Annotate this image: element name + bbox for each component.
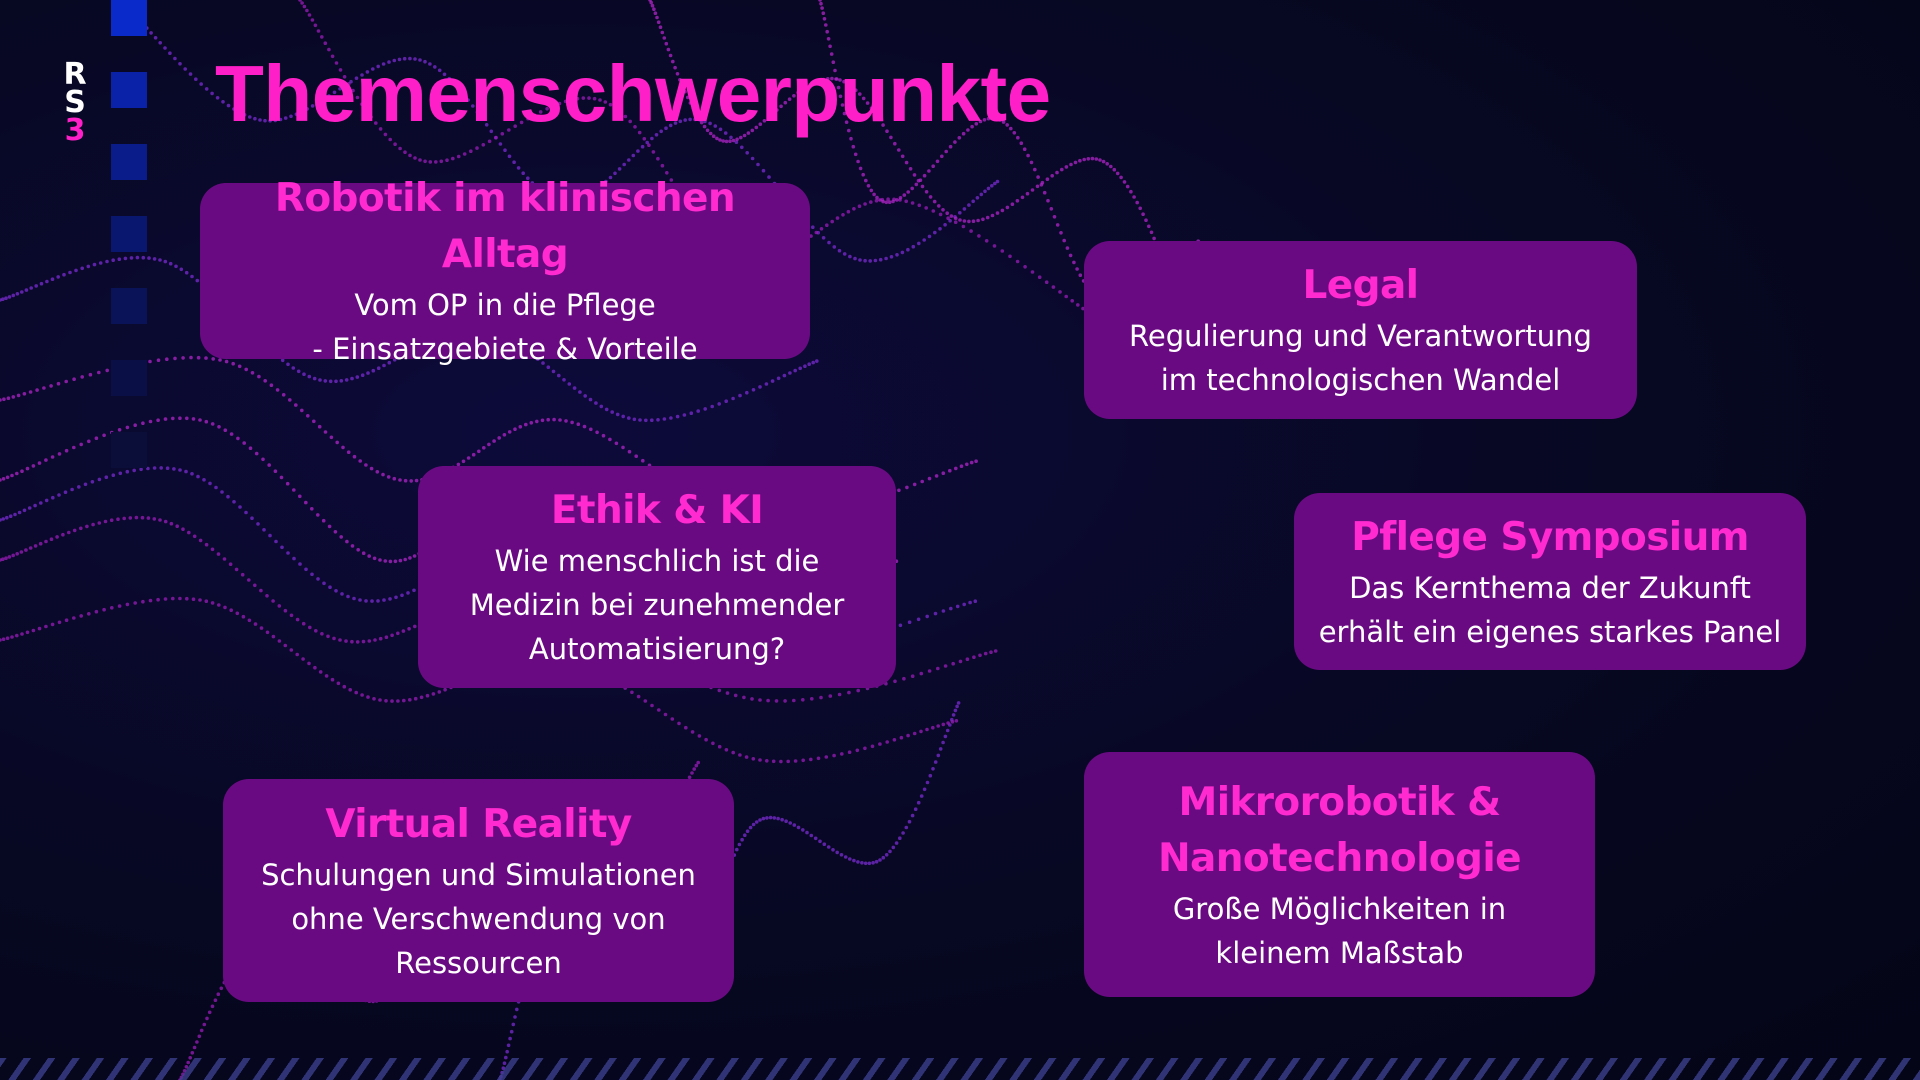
rs3-logo: R S 3 — [58, 57, 92, 148]
topic-heading: Legal — [1302, 263, 1420, 308]
decor-square — [111, 360, 147, 396]
topic-description: Wie menschlich ist die Medizin bei zuneh… — [469, 544, 845, 666]
topic-description: Vom OP in die Pflege - Einsatzgebiete & … — [312, 288, 698, 366]
logo-letter-s: S — [64, 85, 86, 120]
decor-square — [111, 432, 147, 468]
slide-title: Themenschwerpunkte — [215, 49, 1051, 138]
topic-card-mikrorobotik: Mikrorobotik & Nanotechnologie Große Mög… — [1084, 752, 1595, 997]
topic-heading: Virtual Reality — [325, 801, 632, 847]
topic-card-pflege: Pflege Symposium Das Kernthema der Zukun… — [1294, 493, 1806, 670]
dotted-wave — [118, 0, 1000, 263]
topic-heading: Ethik & KI — [550, 488, 764, 533]
decor-square — [111, 72, 147, 108]
topic-description: Schulungen und Simulationen ohne Verschw… — [261, 857, 696, 980]
topic-card-legal: Legal Regulierung und Verantwortung im t… — [1084, 241, 1637, 419]
decor-square — [111, 216, 147, 252]
dotted-wave — [648, 0, 1181, 300]
topic-description: Das Kernthema der Zukunft erhält ein eig… — [1318, 570, 1782, 649]
logo-letter-r: R — [63, 57, 87, 92]
decor-square — [111, 144, 147, 180]
topic-card-ethik: Ethik & KI Wie menschlich ist die Medizi… — [418, 466, 896, 688]
bottom-hatch-stripe — [0, 1058, 1920, 1080]
topic-description: Große Möglichkeiten in kleinem Maßstab — [1172, 891, 1507, 970]
logo-letter-3: 3 — [64, 113, 86, 148]
topic-description: Regulierung und Verantwortung im technol… — [1129, 319, 1592, 397]
topic-card-virtual-reality: Virtual Reality Schulungen und Simulatio… — [223, 779, 734, 1002]
topic-heading: Pflege Symposium — [1351, 514, 1749, 560]
decor-square — [111, 288, 147, 324]
topic-heading: Robotik im klinischen Alltag — [274, 176, 736, 277]
topic-heading: Mikrorobotik & Nanotechnologie — [1158, 779, 1522, 881]
decor-square — [111, 0, 147, 36]
topic-card-robotik: Robotik im klinischen Alltag Vom OP in d… — [200, 176, 810, 366]
